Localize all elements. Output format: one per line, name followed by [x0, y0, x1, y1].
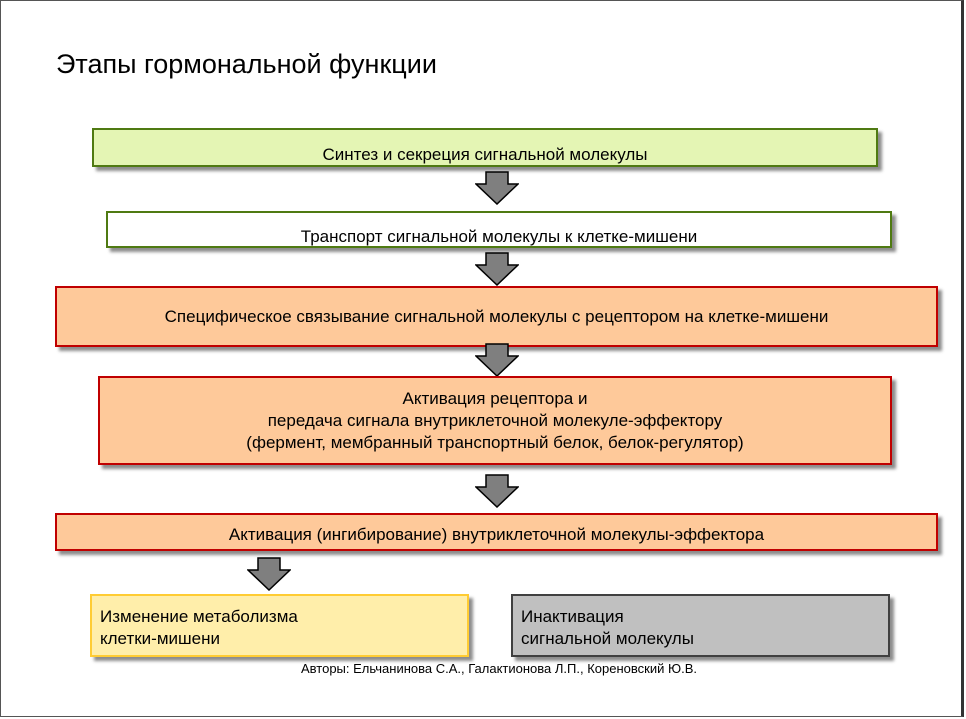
- step-inactivation-box: Инактивация сигнальной молекулы: [511, 594, 890, 657]
- step-effector-box: Активация (ингибирование) внутриклеточно…: [55, 513, 938, 551]
- step-metabolism-box: Изменение метаболизма клетки-мишени: [90, 594, 469, 657]
- step-receptor-activation-box: Активация рецептора и передача сигнала в…: [98, 376, 892, 465]
- step-synthesis-box: Синтез и секреция сигнальной молекулы: [92, 128, 878, 167]
- down-arrow-icon: [475, 474, 519, 508]
- down-arrow-icon: [475, 171, 519, 205]
- step-effector-label: Активация (ингибирование) внутриклеточно…: [228, 525, 765, 544]
- step-receptor-activation-line-2: передача сигнала внутриклеточной молекул…: [267, 410, 723, 430]
- step-inactivation-line-1: Инактивация: [521, 606, 624, 626]
- step-receptor-activation-line-1: Активация рецептора и: [402, 388, 588, 408]
- down-arrow-icon: [475, 343, 519, 377]
- step-binding-label: Специфическое связывание сигнальной моле…: [164, 306, 829, 326]
- down-arrow-icon: [475, 252, 519, 286]
- step-synthesis-label: Синтез и секреция сигнальной молекулы: [322, 144, 648, 164]
- slide-title: Этапы гормональной функции: [56, 49, 437, 79]
- step-inactivation-line-2: сигнальной молекулы: [521, 628, 694, 648]
- down-arrow-icon: [247, 557, 291, 591]
- step-binding-box: Специфическое связывание сигнальной моле…: [55, 286, 938, 347]
- step-metabolism-line-1: Изменение метаболизма: [100, 606, 298, 626]
- step-transport-box: Транспорт сигнальной молекулы к клетке-м…: [106, 211, 892, 248]
- authors-credit: Авторы: Ельчанинова С.А., Галактионова Л…: [301, 661, 697, 676]
- step-receptor-activation-line-3: (фермент, мембранный транспортный белок,…: [246, 432, 744, 452]
- step-metabolism-line-2: клетки-мишени: [100, 628, 220, 648]
- step-transport-label: Транспорт сигнальной молекулы к клетке-м…: [300, 226, 698, 246]
